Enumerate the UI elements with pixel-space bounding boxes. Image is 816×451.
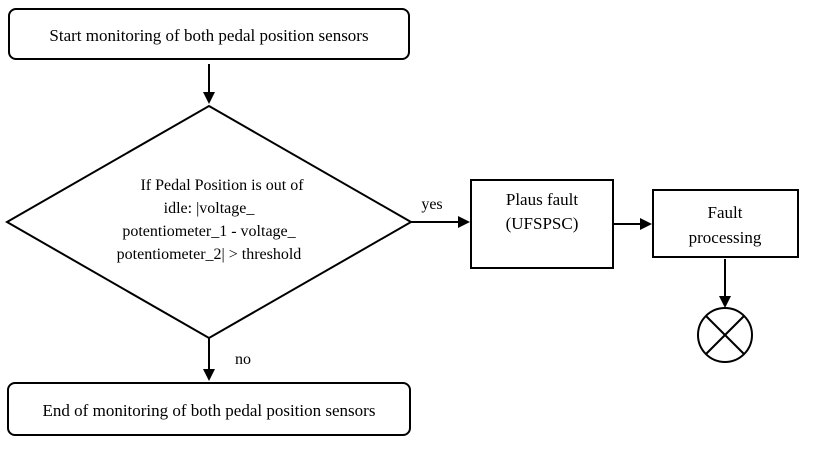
fault-processing-node-line-2: processing — [689, 228, 762, 247]
edge-yes-arrowhead — [458, 216, 470, 228]
plaus-fault-node: Plaus fault (UFSPSC) — [470, 179, 614, 269]
edge-plaus-to-fault-processing-arrowhead — [640, 218, 652, 230]
plaus-fault-node-line-1: Plaus fault — [506, 190, 579, 209]
start-node: Start monitoring of both pedal position … — [8, 8, 410, 60]
decision-node-line-3: potentiometer_1 - voltage_ — [122, 223, 296, 240]
circle-x-icon — [697, 307, 753, 363]
circle-x-icon-stroke-2 — [705, 315, 745, 355]
fault-processing-node-box — [652, 189, 799, 258]
edge-start-to-decision-arrowhead — [203, 92, 215, 104]
fault-processing-node-line-1: Fault — [708, 203, 743, 222]
decision-node-line-1: If Pedal Position is out of — [140, 177, 304, 194]
edge-no-label: no — [235, 351, 251, 368]
edge-yes: yes — [411, 196, 470, 228]
edge-fault-processing-to-terminator — [719, 259, 731, 308]
decision-node-line-2: idle: |voltage_ — [164, 200, 256, 217]
end-node-label: End of monitoring of both pedal position… — [43, 401, 376, 420]
edge-no-arrowhead — [203, 369, 215, 381]
edge-start-to-decision — [203, 64, 215, 104]
start-node-box — [8, 8, 410, 60]
end-node: End of monitoring of both pedal position… — [7, 382, 411, 436]
decision-node-diamond — [4, 104, 414, 340]
edge-fault-processing-to-terminator-arrowhead — [719, 296, 731, 308]
decision-node-line-4: potentiometer_2| > threshold — [117, 246, 302, 263]
edge-no: no — [203, 338, 251, 381]
plaus-fault-node-box — [470, 179, 614, 269]
edge-plaus-to-fault-processing — [613, 218, 652, 230]
edge-yes-label: yes — [421, 196, 442, 213]
start-node-label: Start monitoring of both pedal position … — [49, 26, 368, 45]
plaus-fault-node-line-2: (UFSPSC) — [506, 214, 579, 233]
decision-node: If Pedal Position is out of idle: |volta… — [4, 104, 414, 340]
fault-processing-node: Fault processing — [652, 189, 799, 258]
end-node-box — [7, 382, 411, 436]
